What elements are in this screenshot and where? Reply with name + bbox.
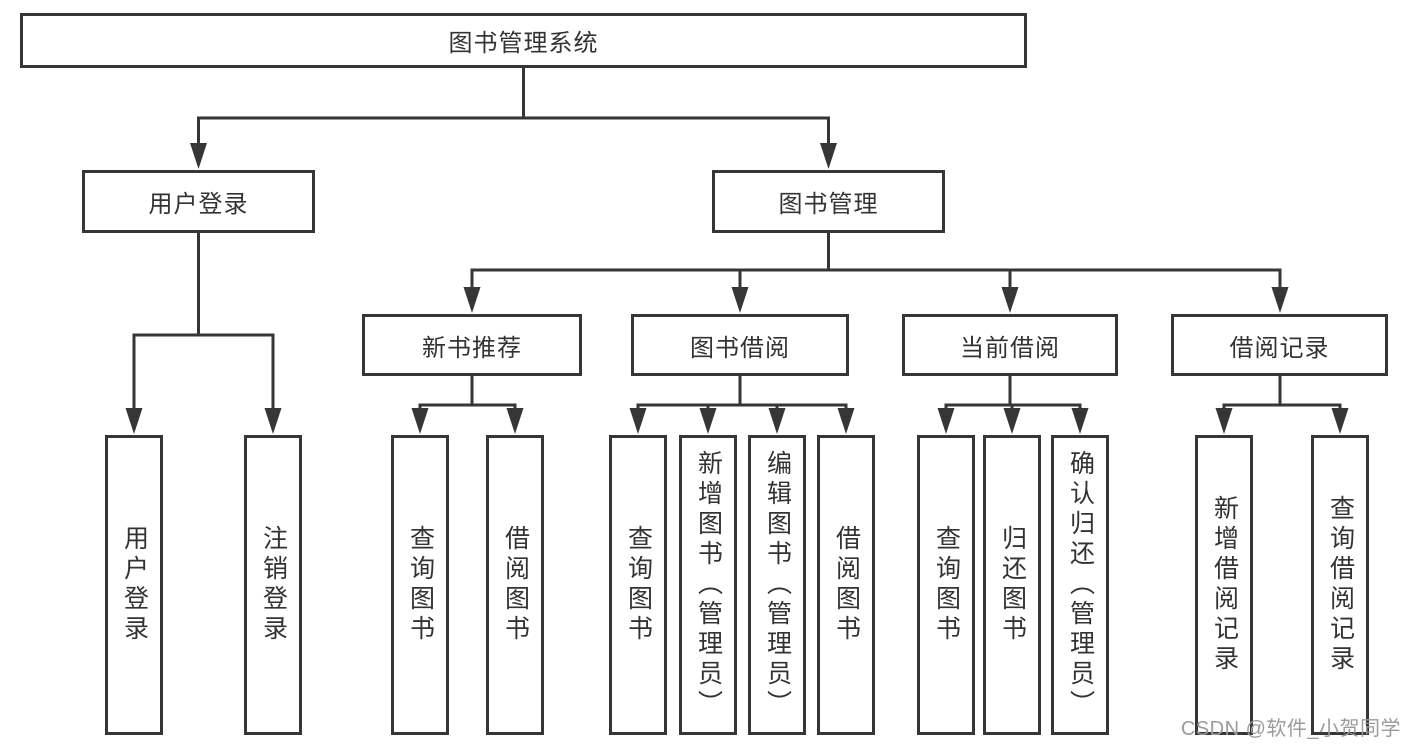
connector-root-to-level2 bbox=[190, 68, 837, 169]
connector-borrow-record-children bbox=[1215, 376, 1349, 434]
leaf-cb-confirm-return-admin-label: 确认归还（管理员） bbox=[1066, 450, 1095, 720]
node-user-login: 用户登录 bbox=[82, 170, 315, 233]
leaf-br-query-record-label: 查询借阅记录 bbox=[1326, 495, 1355, 675]
node-current-borrow-label: 当前借阅 bbox=[960, 334, 1060, 362]
node-book-borrow: 图书借阅 bbox=[631, 314, 849, 376]
leaf-nb-borrow-book-label: 借阅图书 bbox=[501, 525, 530, 645]
leaf-br-add-record-label: 新增借阅记录 bbox=[1210, 495, 1239, 675]
leaf-user-login-label: 用户登录 bbox=[120, 525, 149, 645]
leaf-bb-borrow-book-label: 借阅图书 bbox=[832, 525, 861, 645]
leaf-br-query-record: 查询借阅记录 bbox=[1311, 435, 1369, 735]
connector-user-login-children bbox=[125, 233, 282, 434]
leaf-bb-query-book: 查询图书 bbox=[609, 435, 667, 735]
node-current-borrow: 当前借阅 bbox=[902, 314, 1118, 376]
connector-book-mgmt-children bbox=[463, 233, 1289, 313]
connector-book-borrow-children bbox=[629, 376, 855, 434]
leaf-cb-return-book: 归还图书 bbox=[983, 435, 1041, 735]
leaf-bb-add-book-admin: 新增图书（管理员） bbox=[679, 435, 737, 735]
leaf-nb-query-book-label: 查询图书 bbox=[406, 525, 435, 645]
leaf-cb-query-book-label: 查询图书 bbox=[932, 525, 961, 645]
leaf-bb-query-book-label: 查询图书 bbox=[624, 525, 653, 645]
node-book-management-label: 图书管理 bbox=[778, 191, 879, 218]
connector-new-book-children bbox=[411, 376, 524, 434]
leaf-cb-return-book-label: 归还图书 bbox=[998, 525, 1027, 645]
connector-current-borrow-children bbox=[937, 376, 1089, 434]
node-new-book-recommend-label: 新书推荐 bbox=[422, 334, 522, 362]
node-borrow-record: 借阅记录 bbox=[1171, 314, 1388, 376]
node-book-borrow-label: 图书借阅 bbox=[690, 334, 790, 362]
leaf-user-login: 用户登录 bbox=[105, 435, 163, 735]
node-new-book-recommend: 新书推荐 bbox=[362, 314, 582, 376]
leaf-bb-edit-book-admin-label: 编辑图书（管理员） bbox=[763, 450, 792, 720]
node-root-label: 图书管理系统 bbox=[448, 30, 599, 57]
leaf-br-add-record: 新增借阅记录 bbox=[1195, 435, 1253, 735]
node-root: 图书管理系统 bbox=[20, 13, 1027, 68]
leaf-bb-borrow-book: 借阅图书 bbox=[817, 435, 875, 735]
node-book-management: 图书管理 bbox=[712, 170, 945, 233]
node-user-login-label: 用户登录 bbox=[148, 191, 249, 218]
leaf-nb-borrow-book: 借阅图书 bbox=[486, 435, 544, 735]
leaf-logout-login: 注销登录 bbox=[244, 435, 302, 735]
node-borrow-record-label: 借阅记录 bbox=[1229, 334, 1330, 362]
leaf-bb-add-book-admin-label: 新增图书（管理员） bbox=[694, 450, 723, 720]
leaf-bb-edit-book-admin: 编辑图书（管理员） bbox=[748, 435, 806, 735]
leaf-nb-query-book: 查询图书 bbox=[391, 435, 449, 735]
leaf-cb-query-book: 查询图书 bbox=[917, 435, 975, 735]
leaf-logout-login-label: 注销登录 bbox=[259, 525, 288, 645]
watermark: CSDN @软件_小贺同学 bbox=[1180, 718, 1401, 740]
leaf-cb-confirm-return-admin: 确认归还（管理员） bbox=[1051, 435, 1109, 735]
